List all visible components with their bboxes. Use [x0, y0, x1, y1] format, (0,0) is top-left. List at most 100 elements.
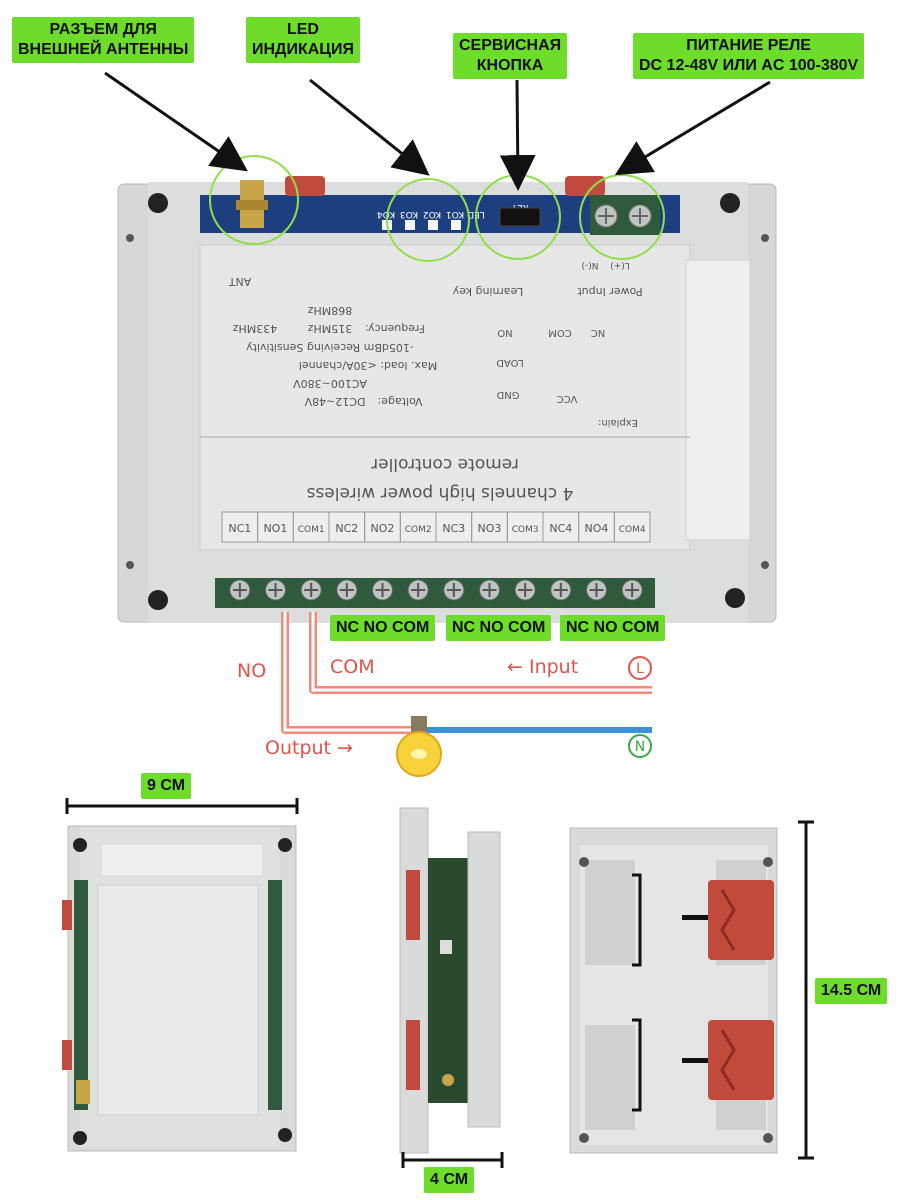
- diag-load-text: LOAD: [496, 357, 524, 368]
- freq-868: 868MHz: [308, 304, 353, 317]
- freq-315: 315MHz: [308, 322, 353, 335]
- led-label-text: KO4: [377, 209, 395, 219]
- terminal-label: COM2: [405, 525, 432, 535]
- neutral-symbol: N: [628, 734, 652, 758]
- mount-hole: [148, 193, 168, 213]
- back-view: [569, 827, 778, 1154]
- terminal-cell: [506, 511, 544, 543]
- board-title-1: 4 channels high power wireless: [306, 483, 573, 503]
- freq-433-text: 433MHz: [233, 322, 278, 335]
- power-callout-line2: DC 12-48V ИЛИ AC 100-380V: [639, 57, 859, 74]
- board-title-2-text: remote controller: [371, 454, 519, 474]
- power-input-label-text: Power Input: [577, 285, 643, 298]
- terminal-cell: [328, 511, 366, 543]
- input-label: ← Input: [507, 656, 579, 678]
- diag-vcc-text: VCC: [557, 393, 578, 404]
- terminal-screw-slot: [375, 583, 390, 597]
- terminal-cell: [435, 511, 473, 543]
- width-dimension: [65, 798, 299, 814]
- terminal-screw: [514, 579, 536, 601]
- terminal-screw: [336, 579, 358, 601]
- service-callout-line1: СЕРВИСНАЯ: [459, 37, 562, 54]
- led-indicators: [382, 220, 461, 230]
- diag-nc-text: NC: [591, 327, 605, 338]
- terminal-screw-slot: [625, 583, 640, 597]
- mount-hole: [720, 193, 740, 213]
- led-label: LED: [467, 209, 485, 219]
- terminal-screw: [550, 579, 572, 601]
- freq-433: 433MHz: [233, 322, 278, 335]
- terminal-cell: [471, 511, 508, 543]
- terminal-cell: [292, 511, 330, 543]
- output-label: Output →: [265, 737, 353, 759]
- terminal-label: NC1: [228, 522, 251, 535]
- power-input-label: Power Input: [577, 285, 643, 298]
- terminal-screw: [407, 579, 429, 601]
- diag-gnd: GND: [496, 389, 519, 400]
- learning-key-label-text: Learning key: [452, 285, 523, 298]
- voltage-dc: DC12~48V: [304, 395, 365, 408]
- max-load: Max. load: <30A/channel: [299, 359, 437, 372]
- terminal-cell: [613, 511, 651, 543]
- no-wire-label: NO: [237, 660, 267, 682]
- terminal-label: NO4: [585, 522, 609, 535]
- led-label-text: KO1: [446, 209, 464, 219]
- voltage-ac: AC100~380V: [293, 377, 367, 390]
- diag-no: NO: [497, 327, 512, 338]
- power-l-label-text: L(+): [610, 260, 630, 270]
- width-label: 9 СМ: [141, 773, 192, 799]
- terminal-screw-slot: [553, 583, 568, 597]
- led-label: KO2: [423, 209, 441, 219]
- terminal-label: NC2: [335, 522, 358, 535]
- power-callout-line1: ПИТАНИЕ РЕЛЕ: [686, 37, 811, 54]
- front-view: [62, 825, 297, 1152]
- terminal-screw: [443, 579, 465, 601]
- svg-text:L: L: [636, 661, 644, 677]
- service-button[interactable]: [499, 207, 541, 227]
- power-terminals: [590, 195, 660, 235]
- terminal-label: NO1: [264, 522, 288, 535]
- terminal-screw: [229, 579, 251, 601]
- led-label-text: LED: [467, 209, 485, 219]
- terminal-cell: [221, 511, 259, 543]
- terminal-screw-slot: [232, 583, 247, 597]
- max-load-text: Max. load: <30A/channel: [299, 359, 437, 372]
- terminal-cell: [364, 511, 401, 543]
- ant-label-text: ANT: [228, 275, 251, 288]
- board-title-1-text: 4 channels high power wireless: [306, 483, 573, 503]
- terminal-group-label: NC NO COM: [560, 615, 666, 641]
- terminal-screw-slot: [482, 583, 497, 597]
- power-n-label-text: N(-): [581, 260, 598, 270]
- depth-dimension: [401, 1152, 504, 1168]
- ant-label: ANT: [228, 275, 251, 288]
- power-callout: ПИТАНИЕ РЕЛЕ DC 12-48V ИЛИ AC 100-380V: [633, 33, 865, 79]
- terminal-label: COM4: [619, 525, 646, 535]
- diag-no-text: NO: [497, 327, 512, 338]
- terminal-screw: [265, 579, 286, 601]
- explain-label: Explain:: [598, 417, 638, 428]
- terminal-cell: [542, 511, 580, 543]
- led-label: KO3: [400, 209, 418, 219]
- live-symbol: L: [628, 656, 652, 680]
- freq-868-text: 868MHz: [308, 304, 353, 317]
- key-label: KEY: [511, 202, 529, 212]
- led-label-text: KO3: [400, 209, 418, 219]
- voltage-dc-text: DC12~48V: [304, 395, 365, 408]
- terminal-cell: [399, 511, 437, 543]
- key-label-text: KEY: [511, 202, 529, 212]
- terminal-group-label: NC NO COM: [446, 615, 552, 641]
- diag-vcc: VCC: [557, 393, 578, 404]
- height-dimension: [798, 820, 814, 1160]
- terminal-label: NO3: [478, 522, 502, 535]
- terminal-screw-slot: [268, 583, 283, 597]
- sensitivity: -105dBm Receiving Sensitivity: [246, 341, 414, 354]
- led-label-text: KO2: [423, 209, 441, 219]
- terminal-screw: [479, 579, 500, 601]
- terminal-screw-slot: [339, 583, 354, 597]
- service-button-callout: СЕРВИСНАЯ КНОПКА: [453, 33, 568, 79]
- terminal-screw: [300, 579, 322, 601]
- terminal-screw: [621, 579, 643, 601]
- led-callout-line2: ИНДИКАЦИЯ: [252, 41, 354, 58]
- terminal-screw-slot: [304, 583, 319, 597]
- terminal-screw: [372, 579, 393, 601]
